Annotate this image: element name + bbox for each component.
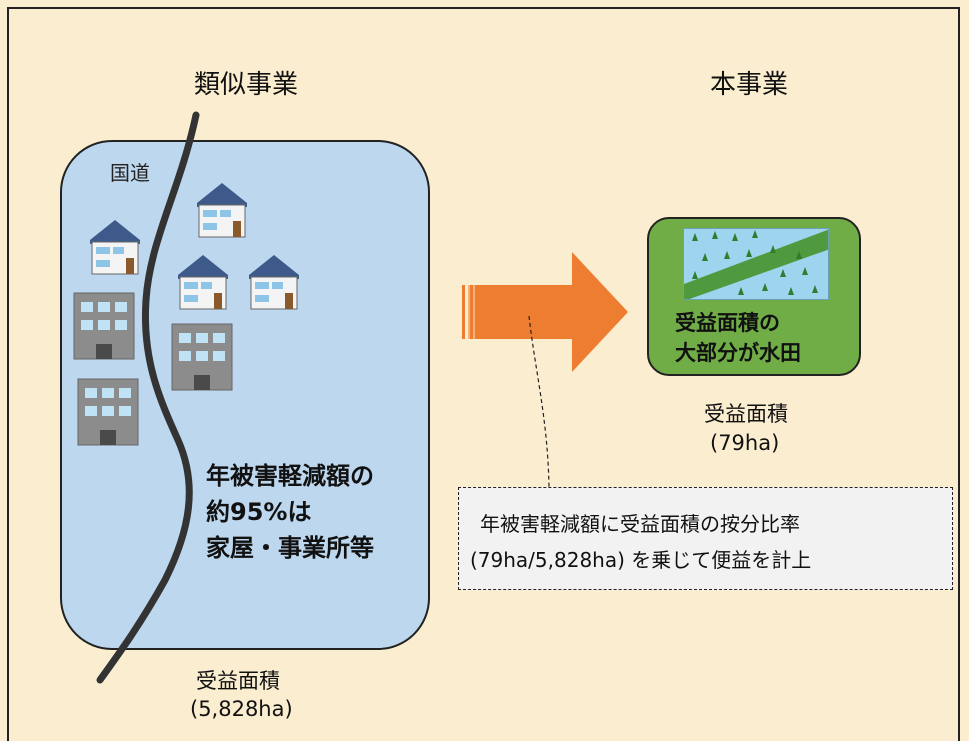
note-line-1: 年被害軽減額に受益面積の按分比率 <box>480 512 800 536</box>
house-icon <box>249 255 299 310</box>
right-box-text: 受益面積の 大部分が水田 <box>675 308 801 368</box>
office-building-icon <box>73 292 135 360</box>
left-summary-text: 年被害軽減額の 約95%は 家屋・事業所等 <box>206 458 374 566</box>
right-area-label: 受益面積 <box>704 402 788 426</box>
road-label: 国道 <box>110 161 150 185</box>
calculation-note-box <box>458 487 953 590</box>
house-icon <box>197 183 247 238</box>
note-line-2: (79ha/5,828ha) を乗じて便益を計上 <box>470 548 812 572</box>
office-building-icon <box>171 323 233 391</box>
house-icon <box>90 220 140 275</box>
office-building-icon <box>77 378 139 446</box>
diagram-frame <box>7 7 960 741</box>
right-box-line-1: 受益面積の <box>675 311 780 335</box>
arrow-right-icon <box>462 252 628 372</box>
left-area-label: 受益面積 <box>196 669 280 693</box>
summary-line-1: 年被害軽減額の <box>206 462 374 490</box>
summary-line-2: 約95%は <box>206 498 312 526</box>
rice-paddy-icon <box>683 228 829 300</box>
right-area-value: (79ha) <box>710 431 780 455</box>
left-area-value: (5,828ha) <box>190 697 293 721</box>
summary-line-3: 家屋・事業所等 <box>206 534 374 562</box>
right-box-line-2: 大部分が水田 <box>675 341 801 365</box>
house-icon <box>178 255 228 310</box>
right-title: 本事業 <box>710 70 789 100</box>
left-title: 類似事業 <box>194 70 299 100</box>
